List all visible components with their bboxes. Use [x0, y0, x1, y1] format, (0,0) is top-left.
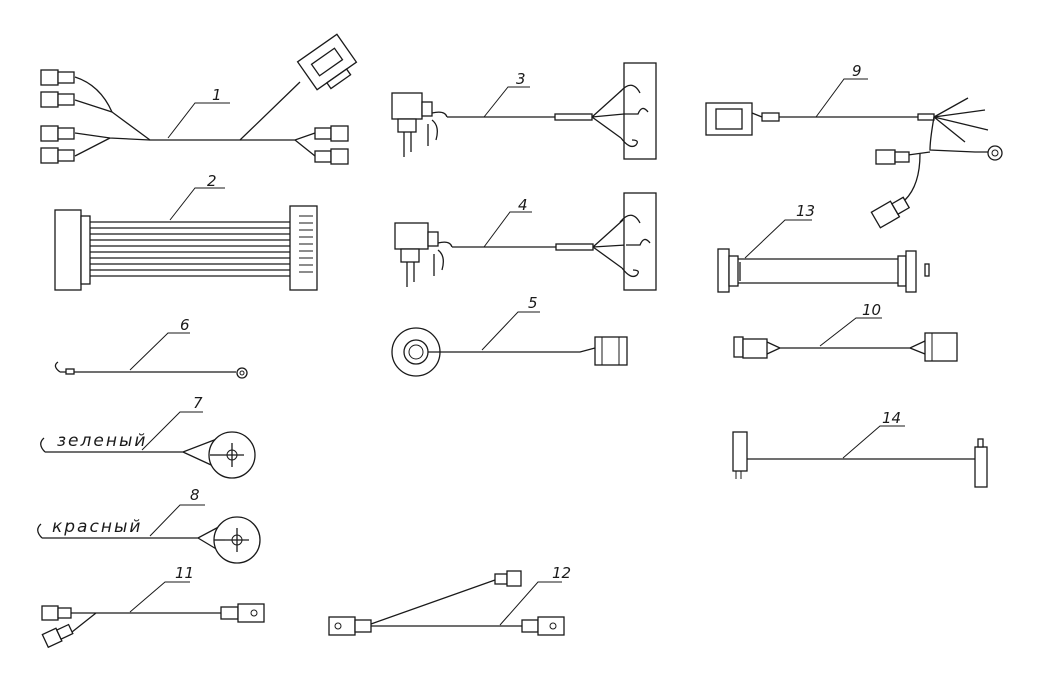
item-number: 8: [190, 486, 200, 504]
harness-10: 10: [733, 301, 958, 362]
harness-1: 1: [40, 33, 358, 165]
item-number: 13: [796, 202, 815, 220]
wire-color-label: зеленый: [57, 431, 147, 451]
ribbon-cable-2: 2: [54, 172, 318, 291]
item-number: 11: [175, 564, 194, 582]
item-number: 10: [862, 301, 881, 319]
item-number: 14: [882, 409, 901, 427]
item-number: 5: [528, 294, 538, 312]
harness-9: 9: [705, 62, 1003, 229]
item-number: 3: [516, 70, 526, 88]
item-number: 6: [180, 316, 190, 334]
wire-color-label: красный: [52, 517, 142, 537]
harness-12: 12: [328, 564, 571, 636]
switch-harness-3: 3: [391, 62, 657, 160]
wire-6: 6: [54, 316, 248, 379]
item-number: 4: [518, 196, 528, 214]
harness-11: 11: [41, 564, 265, 649]
wire-8: красный 8: [37, 486, 261, 564]
flat-cable-13: 13: [717, 202, 930, 293]
item-number: 7: [193, 394, 203, 412]
item-number: 2: [207, 172, 217, 190]
item-number: 9: [852, 62, 862, 80]
item-number: 12: [552, 564, 571, 582]
sensor-harness-5: 5: [391, 294, 628, 377]
item-number: 1: [212, 86, 222, 104]
harness-14: 14: [732, 409, 988, 488]
switch-harness-4: 4: [394, 192, 657, 291]
wire-7: зеленый 7: [40, 394, 256, 479]
